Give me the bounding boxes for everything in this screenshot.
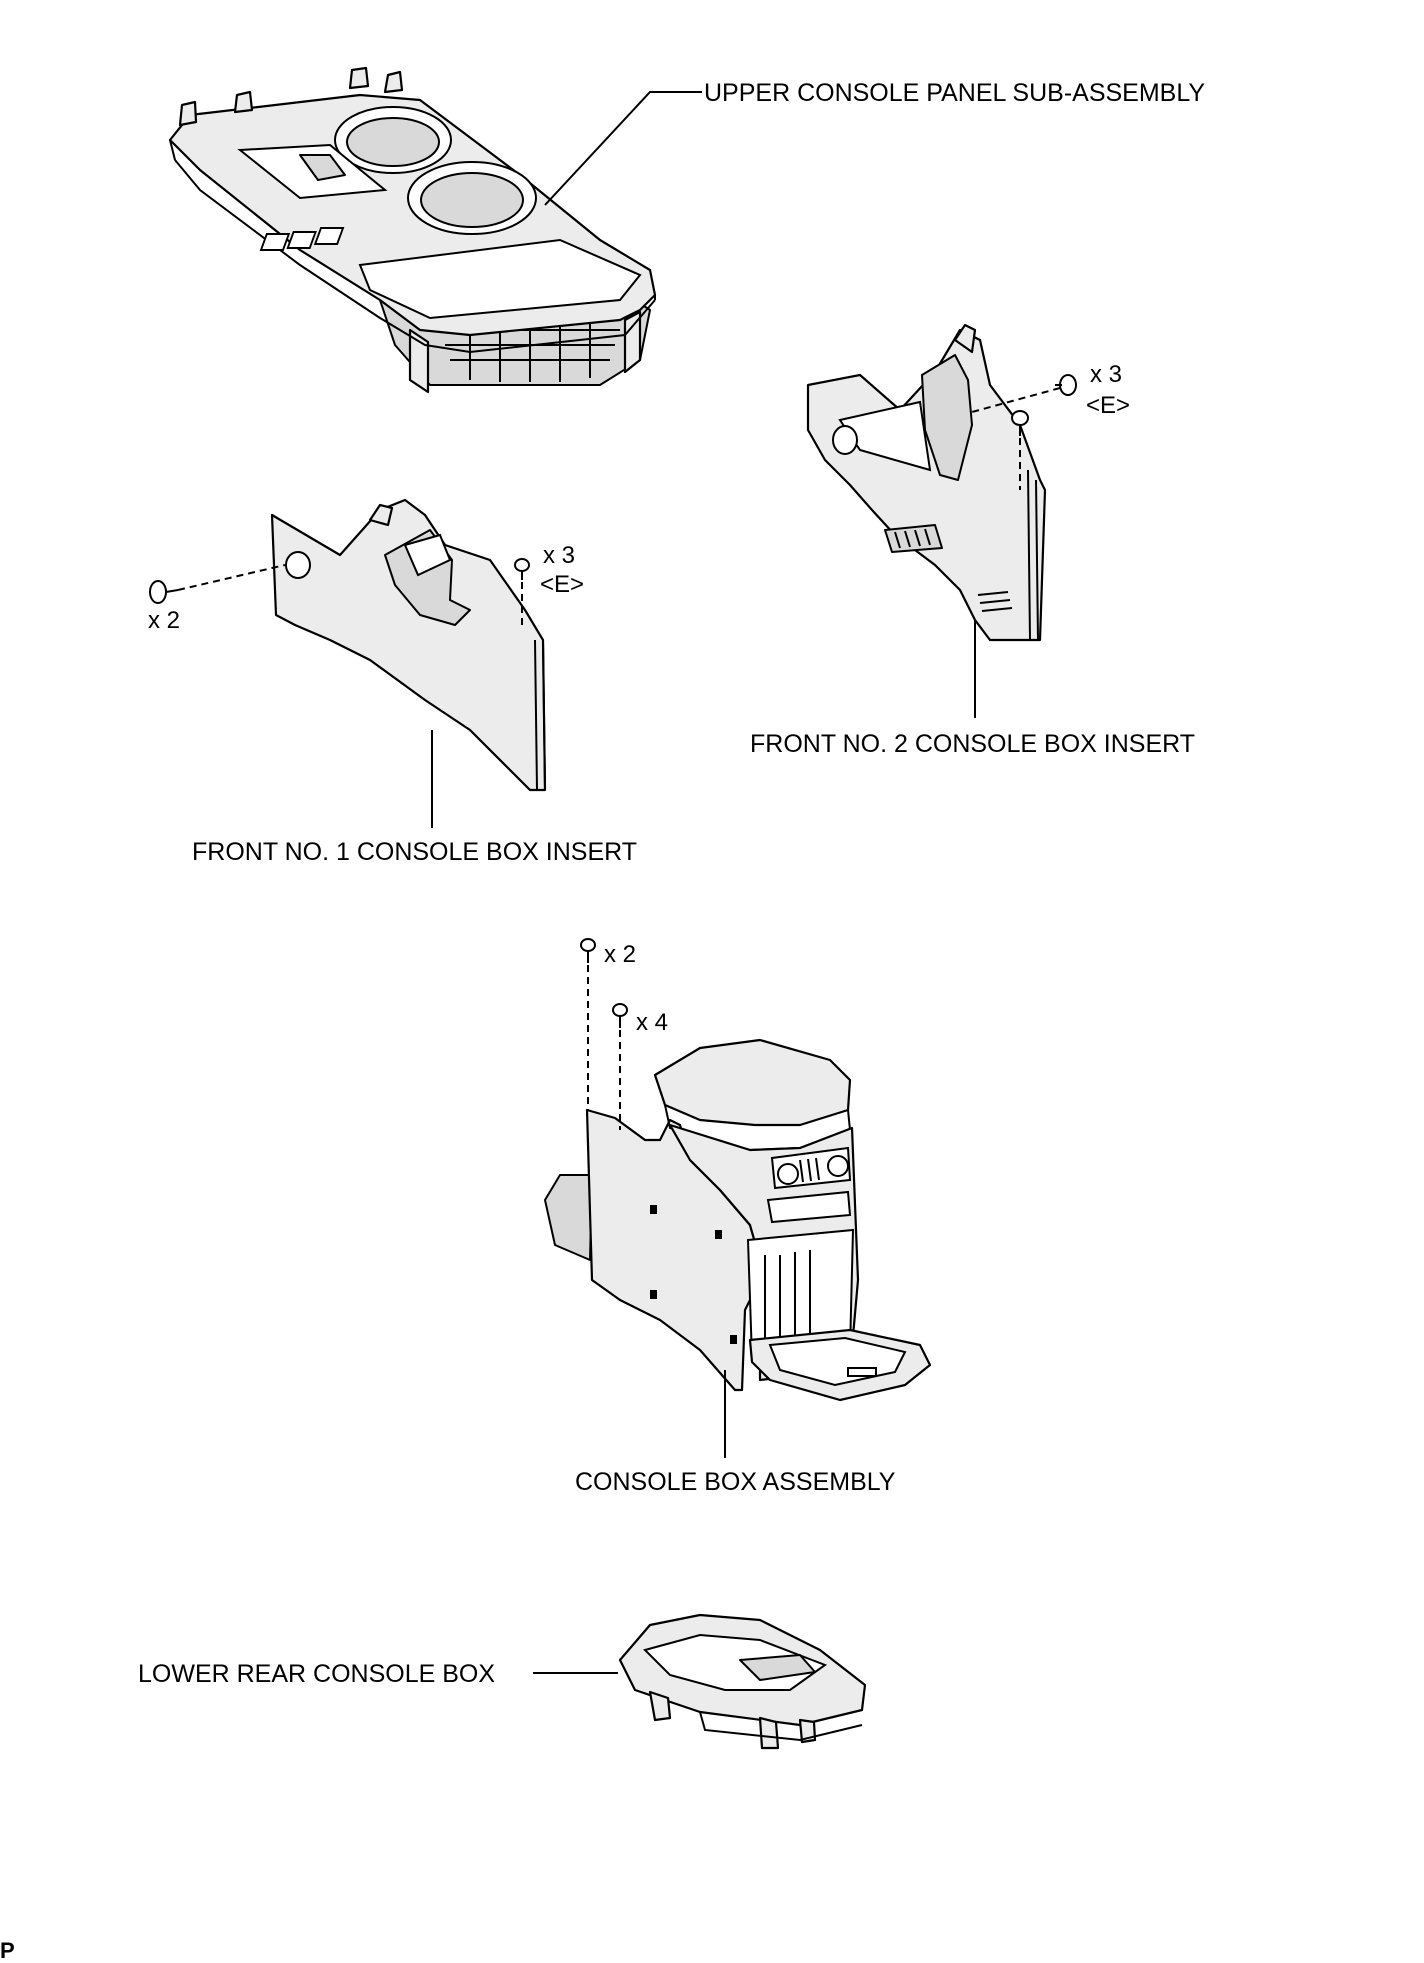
label-front-no2-insert: FRONT NO. 2 CONSOLE BOX INSERT (750, 730, 1195, 758)
label-front-no1-insert: FRONT NO. 1 CONSOLE BOX INSERT (192, 838, 637, 866)
no2-screw-qty: x 3 (1090, 361, 1122, 388)
box-bolt-qty-a: x 2 (604, 941, 636, 968)
screw-icon (514, 558, 530, 580)
corner-mark: P (0, 1938, 15, 1963)
console-box-drawing (544, 1038, 932, 1402)
no1-screw-code: <E> (540, 571, 584, 598)
upper-console-panel-drawing (168, 66, 657, 394)
no2-screw-code: <E> (1086, 392, 1130, 419)
front-no1-insert-drawing (270, 498, 547, 792)
bolt-icon (580, 938, 596, 963)
no1-screw-qty: x 3 (543, 542, 575, 569)
screw-icon (1011, 410, 1029, 436)
label-lower-rear-console-box: LOWER REAR CONSOLE BOX (138, 1660, 495, 1688)
front-no2-insert-drawing (806, 323, 1047, 642)
no1-clip-qty: x 2 (148, 607, 180, 634)
label-console-box: CONSOLE BOX ASSEMBLY (575, 1468, 896, 1496)
label-upper-console-panel: UPPER CONSOLE PANEL SUB-ASSEMBLY (704, 79, 1205, 107)
clip-icon (149, 580, 179, 604)
bolt-icon (612, 1003, 628, 1028)
upper-panel-leader (544, 91, 702, 206)
screw-icon (1055, 374, 1077, 396)
box-bolt-qty-b: x 4 (636, 1009, 668, 1036)
lower-rear-console-box-drawing (618, 1613, 867, 1750)
